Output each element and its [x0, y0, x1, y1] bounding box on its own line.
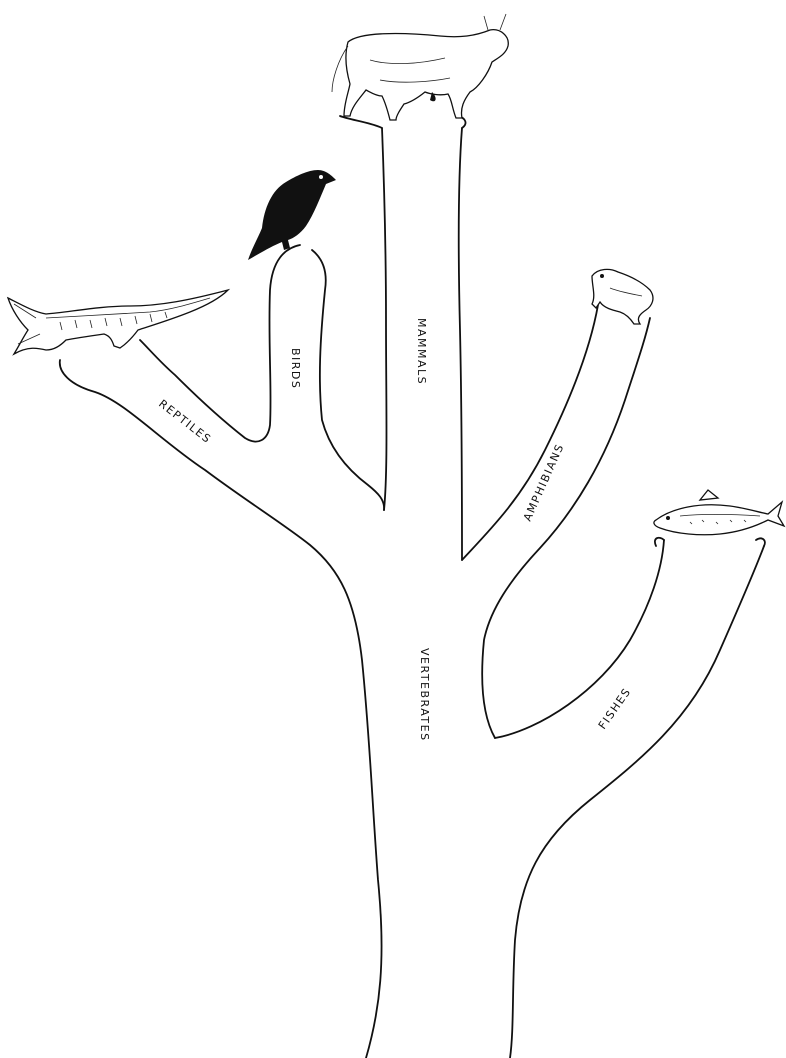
fish-branch-right [510, 546, 764, 1058]
amphibian-branch-right [482, 318, 650, 738]
mammal-branch-left [382, 128, 387, 510]
cow-icon [332, 14, 508, 120]
trunk-left-edge [60, 360, 382, 1058]
mammal-platform [340, 116, 465, 128]
fish-branch-cap [655, 538, 765, 546]
fish-icon [654, 490, 784, 535]
label-fishes: FISHES [596, 685, 634, 732]
tree-outline [60, 116, 765, 1058]
crocodile-icon [8, 290, 228, 354]
label-birds: BIRDS [289, 348, 302, 389]
label-mammals: MAMMALS [415, 318, 428, 385]
label-vertebrates: VERTEBRATES [418, 648, 431, 742]
mammal-branch-right [459, 128, 462, 560]
bird-branch-right [312, 250, 384, 510]
frog-icon [592, 269, 653, 324]
crow-icon [248, 170, 336, 260]
